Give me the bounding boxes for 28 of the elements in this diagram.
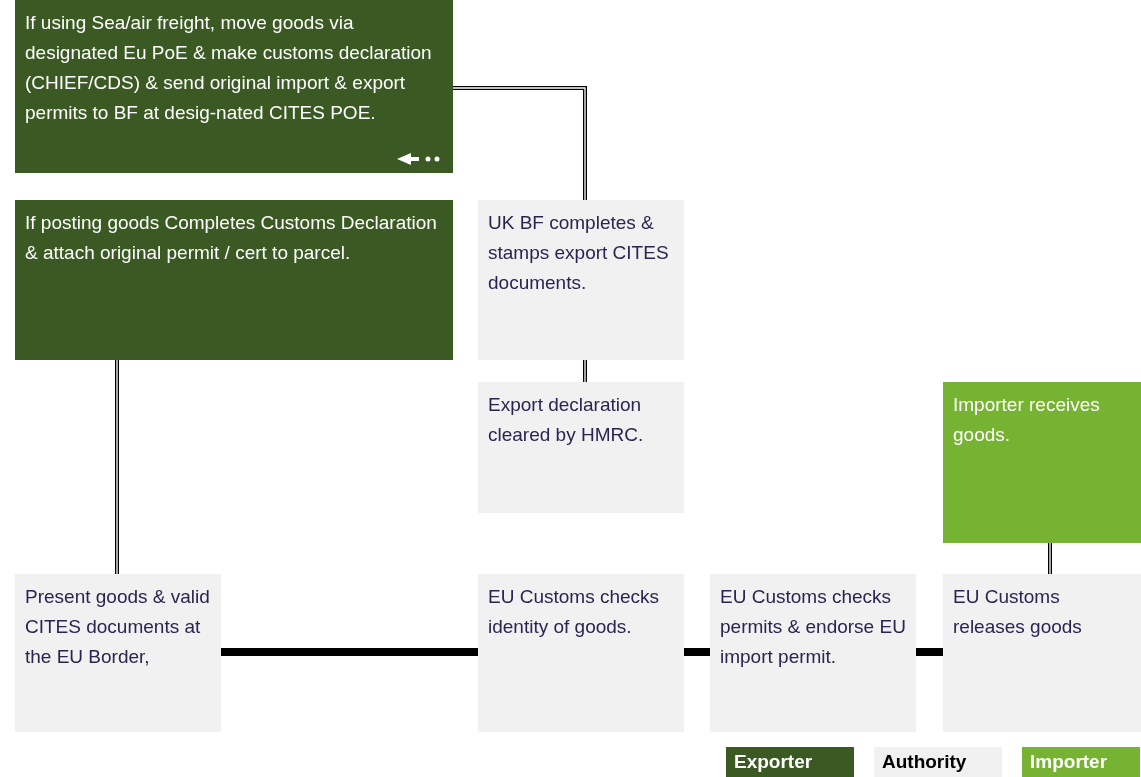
step-text: EU Customs releases goods: [953, 585, 1083, 639]
authority-step-box: [943, 574, 1141, 732]
thick-connector: [684, 648, 710, 656]
step-text: If using Sea/air freight, move goods via designated Eu PoE & make customs declaration (CHIEF/CDS) & send original import & export permits to BF at desig-nated CITES POE.: [25, 11, 433, 125]
legend-key: Importer: [1022, 747, 1140, 777]
step-text: Importer receives goods.: [953, 393, 1101, 447]
double-line-connector: [1048, 543, 1052, 574]
step-text: EU Customs checks identity of goods.: [488, 585, 661, 639]
thick-connector: [221, 648, 478, 656]
step-text: EU Customs checks permits & endorse EU import permit.: [720, 585, 906, 669]
thick-connector: [916, 648, 943, 656]
double-line-connector: [453, 86, 587, 200]
step-text: UK BF completes & stamps export CITES documents.: [488, 211, 670, 295]
step-text: If posting goods Completes Customs Declaration & attach original permit / cert to parcel.: [25, 211, 438, 265]
importer-step-box: [943, 382, 1141, 543]
step-text: Export declaration cleared by HMRC.: [488, 393, 645, 447]
authority-step-box: [478, 200, 684, 360]
authority-step-box: [710, 574, 916, 732]
legend-key: Exporter: [726, 747, 854, 777]
authority-step-box: [478, 382, 684, 513]
exporter-step-box: [15, 0, 453, 173]
step-text: Present goods & valid CITES documents at the EU Border,: [25, 585, 211, 669]
double-line-connector: [115, 360, 119, 574]
double-line-connector: [583, 360, 587, 382]
exporter-step-box: [15, 200, 453, 360]
legend-key: Authority: [874, 747, 1002, 777]
authority-step-box: [478, 574, 684, 732]
authority-step-box: [15, 574, 221, 732]
